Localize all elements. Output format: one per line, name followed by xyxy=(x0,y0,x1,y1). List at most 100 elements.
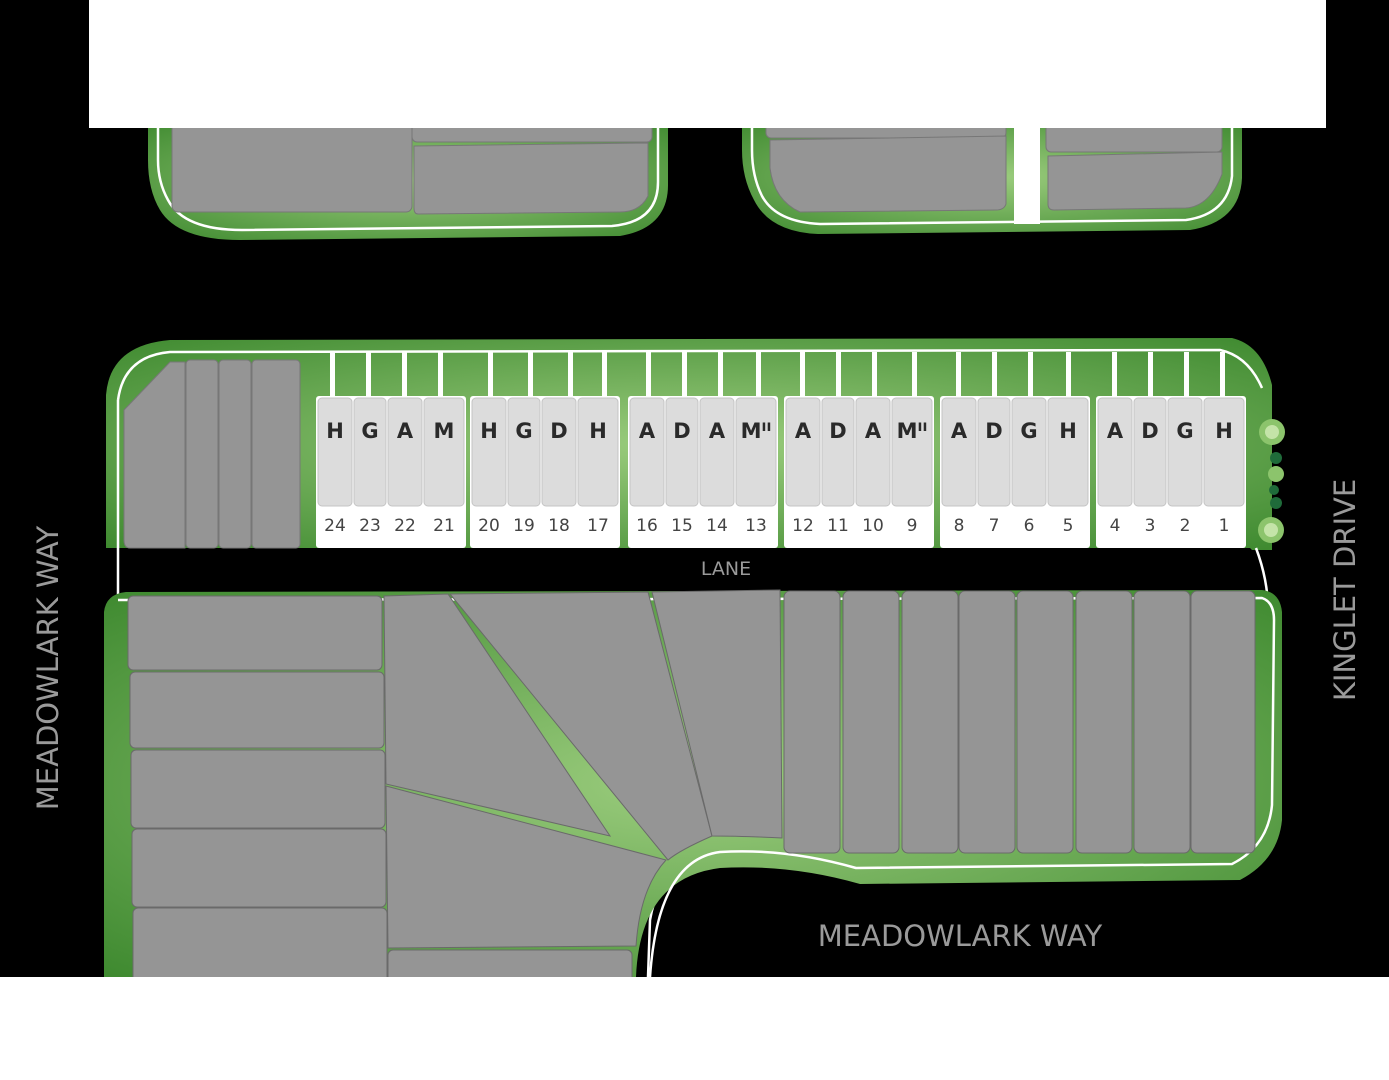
lot-1[interactable]: H1 xyxy=(1203,397,1245,536)
lot-11[interactable]: D11 xyxy=(821,397,855,536)
lot-parcel xyxy=(251,359,301,549)
lot-footprint xyxy=(1203,397,1245,507)
lot-model-label: D xyxy=(673,419,690,443)
lot-number-label: 5 xyxy=(1063,516,1074,536)
lot-parcel xyxy=(132,907,388,977)
lot-13[interactable]: Mᴵᴵ 13 xyxy=(735,397,777,536)
lot-parcel xyxy=(1075,590,1133,854)
header-blank-area xyxy=(89,0,1326,128)
lot-model-label: Mᴵᴵ xyxy=(741,419,772,443)
lot-10[interactable]: A10 xyxy=(855,397,891,536)
lot-model-label: G xyxy=(1176,419,1193,443)
lot-model-label: A xyxy=(951,419,968,443)
lot-footprint xyxy=(423,397,465,507)
lot-18[interactable]: D18 xyxy=(541,397,577,536)
lot-number-label: 14 xyxy=(706,516,728,536)
lot-parcel xyxy=(127,595,383,671)
lot-number-label: 17 xyxy=(587,516,609,536)
top-right-block xyxy=(742,113,1242,234)
lot-footprint xyxy=(1047,397,1089,507)
lot-23[interactable]: G23 xyxy=(353,397,387,536)
lot-model-label: H xyxy=(1215,419,1233,443)
lot-21[interactable]: M21 xyxy=(423,397,465,536)
lot-2[interactable]: G2 xyxy=(1167,397,1203,536)
lot-parcel xyxy=(413,142,649,215)
lot-12[interactable]: A 12 xyxy=(785,397,821,536)
shrubs xyxy=(1258,419,1285,543)
lot-model-label: G xyxy=(361,419,378,443)
lot-20[interactable]: H20 xyxy=(471,397,507,536)
lot-footprint xyxy=(1011,397,1047,507)
lot-number-label: 12 xyxy=(792,516,814,536)
lot-8[interactable]: A8 xyxy=(941,397,977,536)
lot-model-label: A xyxy=(397,419,414,443)
lot-footprint xyxy=(665,397,699,507)
lot-number-label: 3 xyxy=(1145,516,1156,536)
lot-model-label: D xyxy=(829,419,846,443)
lot-model-label: G xyxy=(1020,419,1037,443)
lot-17[interactable]: H17 xyxy=(577,397,619,536)
lot-number-label: 7 xyxy=(989,516,1000,536)
lot-number-label: 10 xyxy=(862,516,884,536)
lot-model-label: A xyxy=(639,419,656,443)
lot-footprint xyxy=(941,397,977,507)
lot-footprint xyxy=(891,397,933,507)
lot-parcel xyxy=(387,949,633,977)
available-lots: H24G23A22M21H20G19D18H17A16D15A14Mᴵᴵ13A1… xyxy=(316,396,1246,548)
lot-7[interactable]: D7 xyxy=(977,397,1011,536)
lot-number-label: 6 xyxy=(1024,516,1035,536)
lot-parcel xyxy=(1016,590,1074,854)
lot-22[interactable]: A 22 xyxy=(387,397,423,536)
lot-parcel xyxy=(651,589,783,839)
lot-number-label: 19 xyxy=(513,516,535,536)
lot-number-label: 24 xyxy=(324,516,346,536)
lot-footprint xyxy=(317,397,353,507)
lot-parcel xyxy=(131,828,387,908)
lot-model-label: H xyxy=(480,419,498,443)
lot-parcel xyxy=(383,593,612,837)
lot-parcel xyxy=(385,785,667,949)
lot-3[interactable]: D3 xyxy=(1133,397,1167,536)
bottom-block xyxy=(104,589,1282,977)
lot-footprint xyxy=(541,397,577,507)
lot-model-label: A xyxy=(795,419,812,443)
lot-number-label: 18 xyxy=(548,516,570,536)
lot-parcel xyxy=(1047,151,1223,211)
lot-number-label: 13 xyxy=(745,516,767,536)
lot-4[interactable]: A4 xyxy=(1097,397,1133,536)
street-label-kinglet: KINGLET DRIVE xyxy=(1328,479,1362,701)
lot-model-label: H xyxy=(326,419,344,443)
lot-number-label: 2 xyxy=(1180,516,1191,536)
top-left-block xyxy=(148,111,668,240)
lot-number-label: 15 xyxy=(671,516,693,536)
lot-14[interactable]: A14 xyxy=(699,397,735,536)
lot-number-label: 16 xyxy=(636,516,658,536)
lot-footprint xyxy=(1167,397,1203,507)
lot-footprint xyxy=(1097,397,1133,507)
lot-parcel xyxy=(1190,590,1256,854)
lot-parcel xyxy=(185,359,219,549)
lot-24[interactable]: H 24 xyxy=(317,397,353,536)
lot-parcel xyxy=(783,590,841,854)
lot-parcel xyxy=(218,359,252,549)
lot-footprint xyxy=(735,397,777,507)
lot-19[interactable]: G 19 xyxy=(507,397,541,536)
lot-5[interactable]: H5 xyxy=(1047,397,1089,536)
lot-15[interactable]: D 15 xyxy=(665,397,699,536)
lot-number-label: 22 xyxy=(394,516,416,536)
lot-16[interactable]: A 16 xyxy=(629,397,665,536)
lot-model-label: G xyxy=(515,419,532,443)
lot-parcel xyxy=(129,671,385,749)
lot-model-label: D xyxy=(1141,419,1158,443)
lot-footprint xyxy=(471,397,507,507)
walkway xyxy=(1014,120,1040,224)
lot-parcel xyxy=(769,135,1007,213)
lot-parcel xyxy=(1133,590,1191,854)
lot-6[interactable]: G6 xyxy=(1011,397,1047,536)
lot-footprint xyxy=(507,397,541,507)
lot-footprint xyxy=(699,397,735,507)
street-label-meadowlark-bottom: MEADOWLARK WAY xyxy=(818,919,1103,953)
lot-footprint xyxy=(629,397,665,507)
